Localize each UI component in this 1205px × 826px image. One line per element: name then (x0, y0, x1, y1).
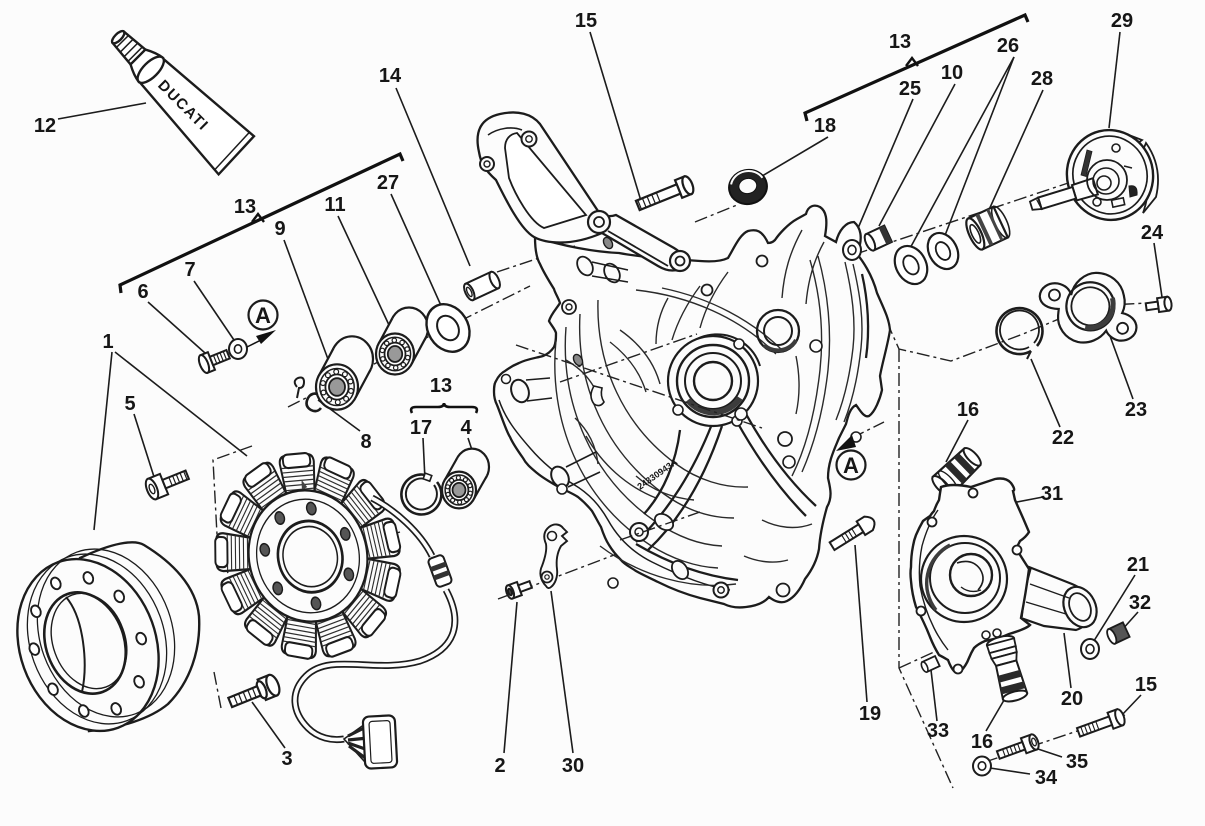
svg-text:15: 15 (1135, 674, 1157, 696)
svg-text:16: 16 (971, 731, 993, 753)
svg-text:28: 28 (1031, 68, 1053, 90)
svg-text:20: 20 (1061, 688, 1083, 710)
svg-text:14: 14 (379, 65, 402, 87)
svg-text:23: 23 (1125, 399, 1147, 421)
svg-text:22: 22 (1052, 427, 1074, 449)
svg-text:10: 10 (941, 62, 963, 84)
svg-text:13: 13 (234, 196, 256, 218)
svg-text:35: 35 (1066, 751, 1088, 773)
svg-text:9: 9 (274, 218, 285, 240)
svg-text:30: 30 (562, 755, 584, 777)
svg-text:34: 34 (1035, 767, 1058, 789)
svg-text:11: 11 (324, 194, 345, 216)
svg-text:17: 17 (410, 417, 432, 439)
svg-text:31: 31 (1041, 483, 1063, 505)
svg-text:13: 13 (430, 375, 452, 397)
svg-text:5: 5 (124, 393, 135, 415)
svg-text:33: 33 (927, 720, 949, 742)
svg-text:27: 27 (377, 172, 399, 194)
svg-text:6: 6 (137, 281, 148, 303)
svg-text:18: 18 (814, 115, 836, 137)
svg-text:A: A (843, 453, 859, 478)
svg-text:16: 16 (957, 399, 979, 421)
svg-text:12: 12 (34, 115, 56, 137)
svg-text:8: 8 (360, 431, 371, 453)
svg-text:15: 15 (575, 10, 597, 32)
svg-text:7: 7 (184, 259, 195, 281)
svg-text:29: 29 (1111, 10, 1133, 32)
svg-text:21: 21 (1127, 554, 1149, 576)
svg-text:26: 26 (997, 35, 1019, 57)
svg-text:24: 24 (1141, 222, 1164, 244)
svg-text:19: 19 (859, 703, 881, 725)
svg-text:2: 2 (494, 755, 505, 777)
svg-text:A: A (255, 303, 271, 328)
svg-text:1: 1 (102, 331, 113, 353)
svg-text:25: 25 (899, 78, 921, 100)
svg-text:3: 3 (281, 748, 292, 770)
svg-text:4: 4 (460, 417, 472, 439)
svg-text:32: 32 (1129, 592, 1151, 614)
svg-text:13: 13 (889, 31, 911, 53)
